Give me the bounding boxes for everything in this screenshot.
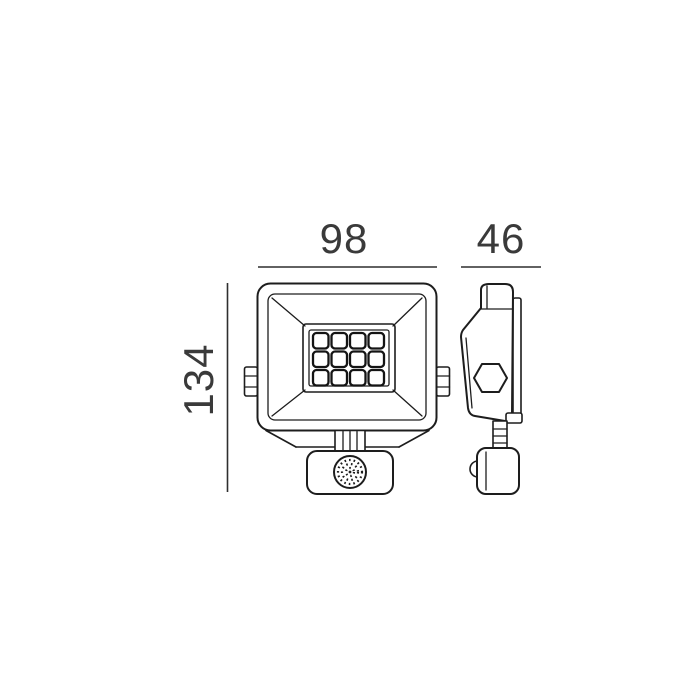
sensor-box-side — [476, 447, 520, 495]
bracket-diagonal-right — [398, 429, 430, 448]
reflector-diagonal-br — [392, 389, 423, 417]
side-bracket-arm — [512, 297, 522, 421]
mounting-bracket-front — [265, 429, 430, 448]
led-panel-outline — [302, 323, 396, 393]
sensor-joint-front — [334, 429, 366, 453]
led-chip — [311, 350, 330, 369]
front-inner-frame — [267, 293, 427, 421]
pir-sensor-side — [469, 447, 520, 495]
hex-bolt-icon — [473, 363, 508, 393]
led-chip — [348, 331, 367, 350]
width-dimension-label: 98 — [320, 215, 369, 262]
led-chip — [311, 331, 330, 350]
led-chip — [367, 331, 386, 350]
front-view — [243, 282, 451, 495]
led-chip — [367, 350, 386, 369]
pir-lens-facets — [340, 462, 360, 482]
pir-lens-facets — [336, 458, 364, 486]
led-chip — [330, 368, 349, 387]
pir-lens-center — [348, 470, 352, 474]
reflector-diagonal-bl — [271, 389, 306, 417]
right-pivot-knob — [435, 366, 451, 397]
depth-dimension-label: 46 — [477, 215, 526, 262]
width-dimension: 98 — [258, 215, 437, 268]
bracket-diagonal-left — [265, 429, 297, 448]
side-glass-edge — [465, 337, 473, 409]
led-chip — [330, 350, 349, 369]
pir-lens-facets — [344, 466, 356, 478]
side-bracket-foot — [505, 412, 523, 424]
led-chip — [367, 368, 386, 387]
led-panel-inner — [308, 329, 390, 387]
depth-dimension: 46 — [461, 215, 541, 268]
led-chip — [348, 350, 367, 369]
pir-sensor-front — [306, 450, 394, 495]
left-pivot-body — [243, 366, 259, 397]
pir-lens-outline — [333, 455, 367, 489]
height-dimension-label: 134 — [175, 343, 222, 416]
sensor-stem-body — [492, 420, 508, 450]
side-view — [460, 283, 523, 495]
right-pivot-body — [435, 366, 451, 397]
height-dimension: 134 — [175, 283, 229, 492]
led-grid — [311, 331, 386, 387]
led-chip — [348, 368, 367, 387]
sensor-joint-side — [492, 420, 508, 450]
led-chip — [330, 331, 349, 350]
led-chip — [311, 368, 330, 387]
reflector-diagonal-tr — [392, 297, 423, 327]
left-pivot-knob — [243, 366, 259, 397]
reflector-diagonal-tl — [271, 297, 306, 327]
